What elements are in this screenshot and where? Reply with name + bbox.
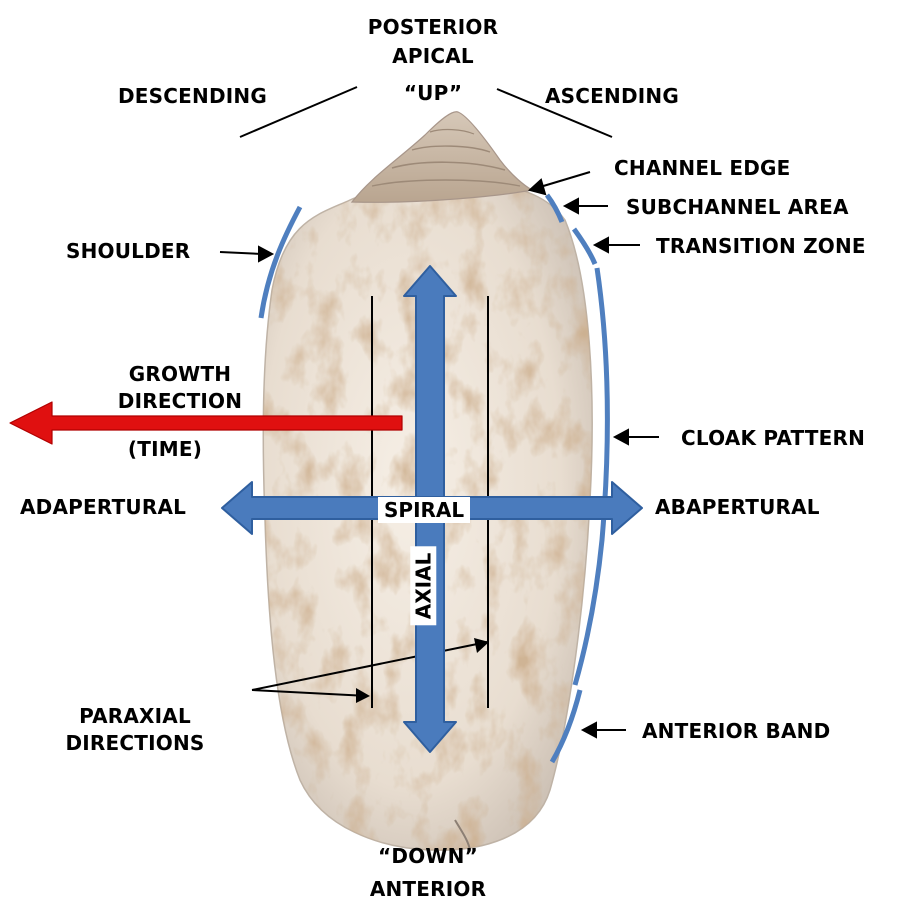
label-apical: APICAL bbox=[353, 45, 513, 67]
label-cloak-pattern: CLOAK PATTERN bbox=[681, 427, 865, 449]
label-direction: DIRECTION bbox=[110, 390, 250, 412]
label-abapertural: ABAPERTURAL bbox=[655, 496, 820, 518]
label-spiral: SPIRAL bbox=[378, 497, 470, 523]
label-down: “DOWN” bbox=[353, 845, 503, 867]
label-anterior-band: ANTERIOR BAND bbox=[642, 720, 830, 742]
label-growth: GROWTH bbox=[110, 363, 250, 385]
shell-spire bbox=[352, 112, 532, 203]
label-shoulder: SHOULDER bbox=[66, 240, 190, 262]
label-adapertural: ADAPERTURAL bbox=[20, 496, 186, 518]
label-ascending: ASCENDING bbox=[545, 85, 679, 107]
label-axial: AXIAL bbox=[410, 547, 436, 626]
label-directions: DIRECTIONS bbox=[60, 732, 210, 754]
label-transition-zone: TRANSITION ZONE bbox=[656, 235, 866, 257]
label-time: (TIME) bbox=[110, 438, 220, 460]
label-up: “UP” bbox=[393, 82, 473, 104]
label-descending: DESCENDING bbox=[118, 85, 267, 107]
label-paraxial: PARAXIAL bbox=[60, 705, 210, 727]
label-channel-edge: CHANNEL EDGE bbox=[614, 157, 790, 179]
label-subchannel-area: SUBCHANNEL AREA bbox=[626, 196, 849, 218]
label-posterior: POSTERIOR bbox=[353, 16, 513, 38]
label-anterior: ANTERIOR bbox=[353, 878, 503, 900]
